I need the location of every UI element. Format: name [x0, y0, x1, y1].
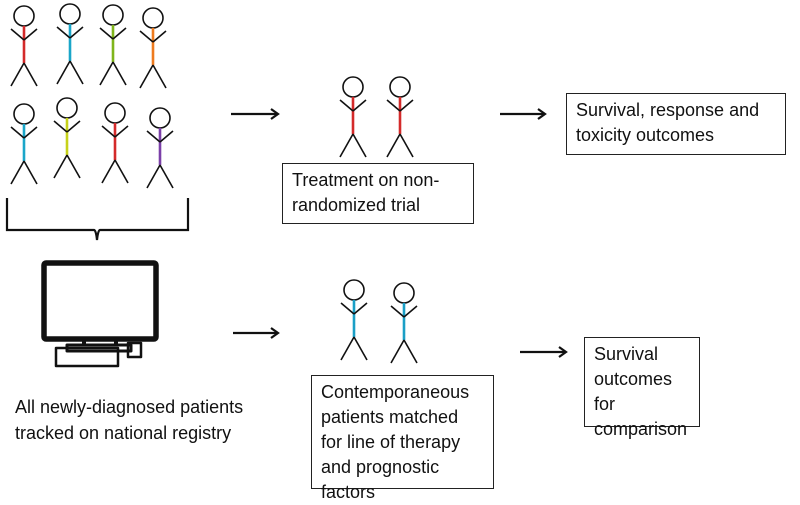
- trial-treatment-box: Treatment on non-randomized trial: [282, 163, 474, 224]
- stick-figure-icon: [10, 103, 38, 185]
- right-arrow-icon: [231, 108, 280, 120]
- stick-figure-icon: [146, 107, 174, 189]
- stick-figure-icon: [53, 97, 81, 179]
- right-arrow-icon: [520, 346, 568, 358]
- figures-layer: [10, 3, 418, 364]
- right-arrow-icon: [233, 327, 280, 339]
- comparison-outcomes-box: Survival outcomes for comparison: [584, 337, 700, 439]
- stick-figure-icon: [386, 76, 414, 158]
- computer-icon: [41, 260, 159, 368]
- brace: [5, 198, 190, 241]
- stick-figure-icon: [390, 282, 418, 364]
- right-arrow-icon: [500, 108, 547, 120]
- stick-figure-icon: [56, 3, 84, 85]
- stick-figure-icon: [340, 279, 368, 361]
- stick-figure-icon: [339, 76, 367, 158]
- registry-caption: All newly-diagnosed patients tracked on …: [15, 397, 244, 443]
- stick-figure-icon: [10, 5, 38, 87]
- stick-figure-icon: [101, 102, 129, 184]
- trial-outcomes-box: Survival, response and toxicity outcomes: [566, 93, 786, 155]
- stick-figure-icon: [139, 7, 167, 89]
- stick-figure-icon: [99, 4, 127, 86]
- matched-patients-box: Contemporaneous patients matched for lin…: [311, 375, 494, 502]
